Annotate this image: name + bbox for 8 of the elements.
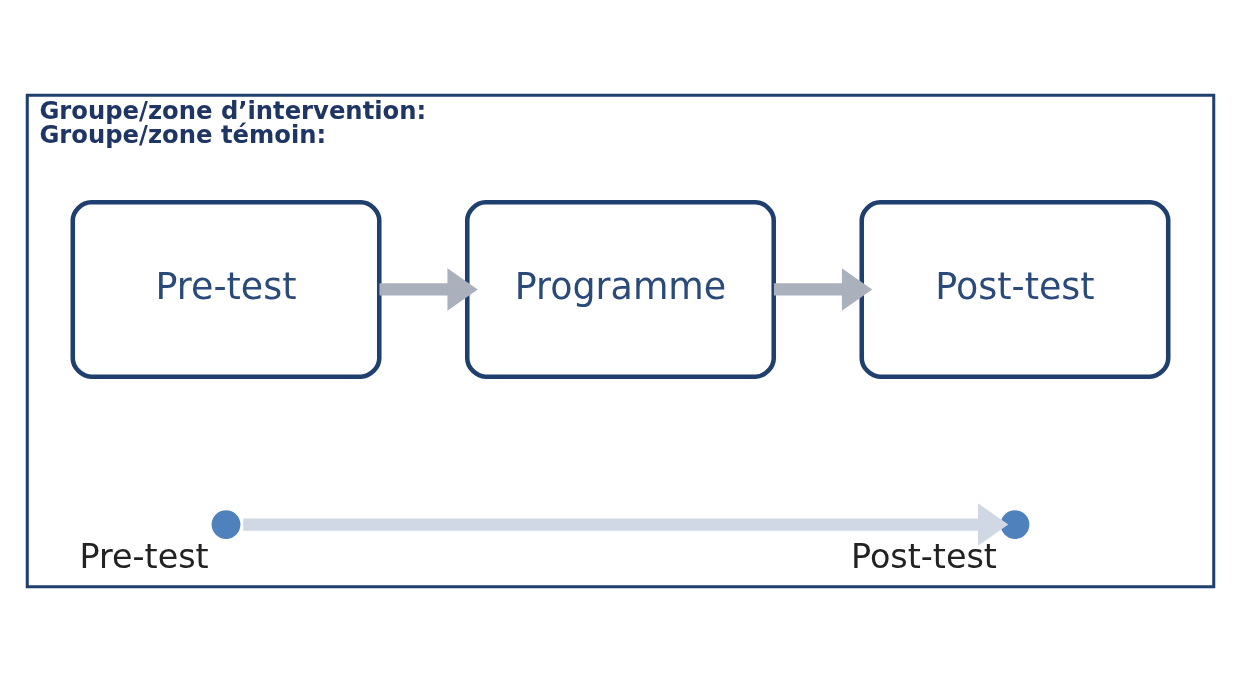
node-box: Post-test — [859, 199, 1171, 379]
arrow — [379, 268, 478, 311]
arrow — [773, 268, 873, 311]
node-box: Pre-test — [70, 199, 382, 379]
node-label: Post-test — [851, 536, 997, 576]
node-box: Programme — [465, 199, 776, 379]
arrow — [243, 503, 1009, 546]
node-label: Pre-test — [79, 536, 209, 576]
